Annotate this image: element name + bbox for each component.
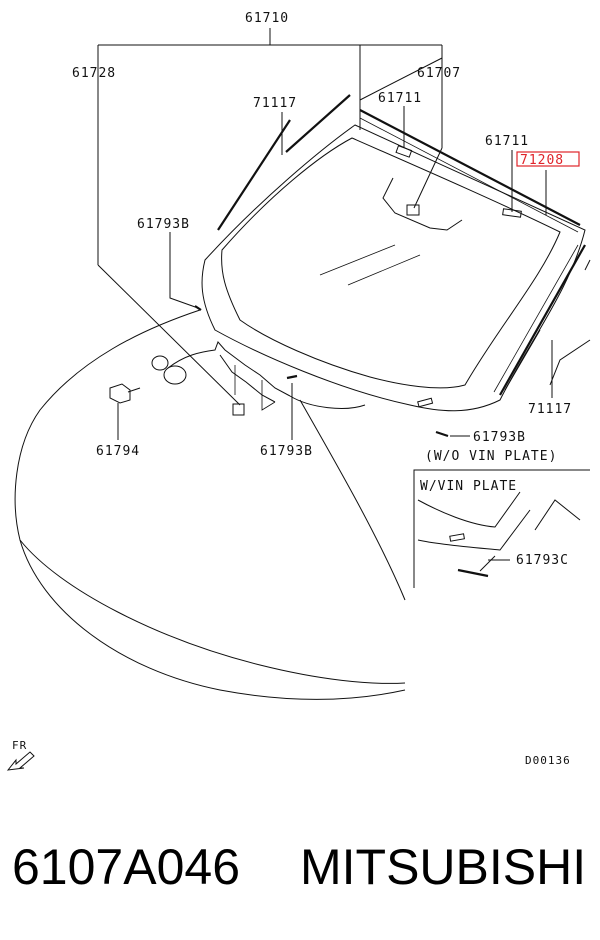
callout-61710: 61710 — [245, 11, 289, 26]
callout-61711-right: 61711 — [485, 134, 529, 149]
callout-71208: 71208 — [520, 153, 564, 168]
callout-61793c: 61793C — [516, 553, 569, 568]
wiring-harness — [109, 341, 366, 416]
fr-label: FR — [12, 739, 27, 752]
windshield-glass — [201, 124, 586, 412]
callout-61793b-left: 61793B — [137, 217, 190, 232]
callout-61728: 61728 — [72, 66, 116, 81]
callout-71117-top: 71117 — [253, 96, 297, 111]
molding-strips — [217, 94, 586, 396]
car-body-outline — [14, 259, 591, 700]
leader-lines — [97, 28, 553, 440]
vin-plate-inset — [413, 469, 590, 588]
label-w-vin-plate: W/VIN PLATE — [420, 479, 517, 494]
front-direction-indicator: FR — [6, 739, 35, 771]
highlight-box-71208 — [516, 151, 580, 167]
callout-61793b-bottom: 61793B — [260, 444, 313, 459]
callout-61711-left: 61711 — [378, 91, 422, 106]
callout-61794: 61794 — [96, 444, 140, 459]
callout-labels: 61710 61728 61707 71117 61711 61711 7120… — [72, 11, 580, 568]
callout-71117-right: 71117 — [528, 402, 572, 417]
label-wo-vin-plate: (W/O VIN PLATE) — [425, 449, 557, 464]
part-number: 6107A046 — [12, 839, 241, 895]
callout-61707: 61707 — [417, 66, 461, 81]
callout-61793b-right: 61793B — [473, 430, 526, 445]
front-arrow-icon — [6, 751, 35, 771]
part-footer: 6107A046 MITSUBISHI — [0, 830, 600, 910]
drawing-code: D00136 — [525, 754, 571, 767]
brand-name: MITSUBISHI — [300, 839, 587, 895]
